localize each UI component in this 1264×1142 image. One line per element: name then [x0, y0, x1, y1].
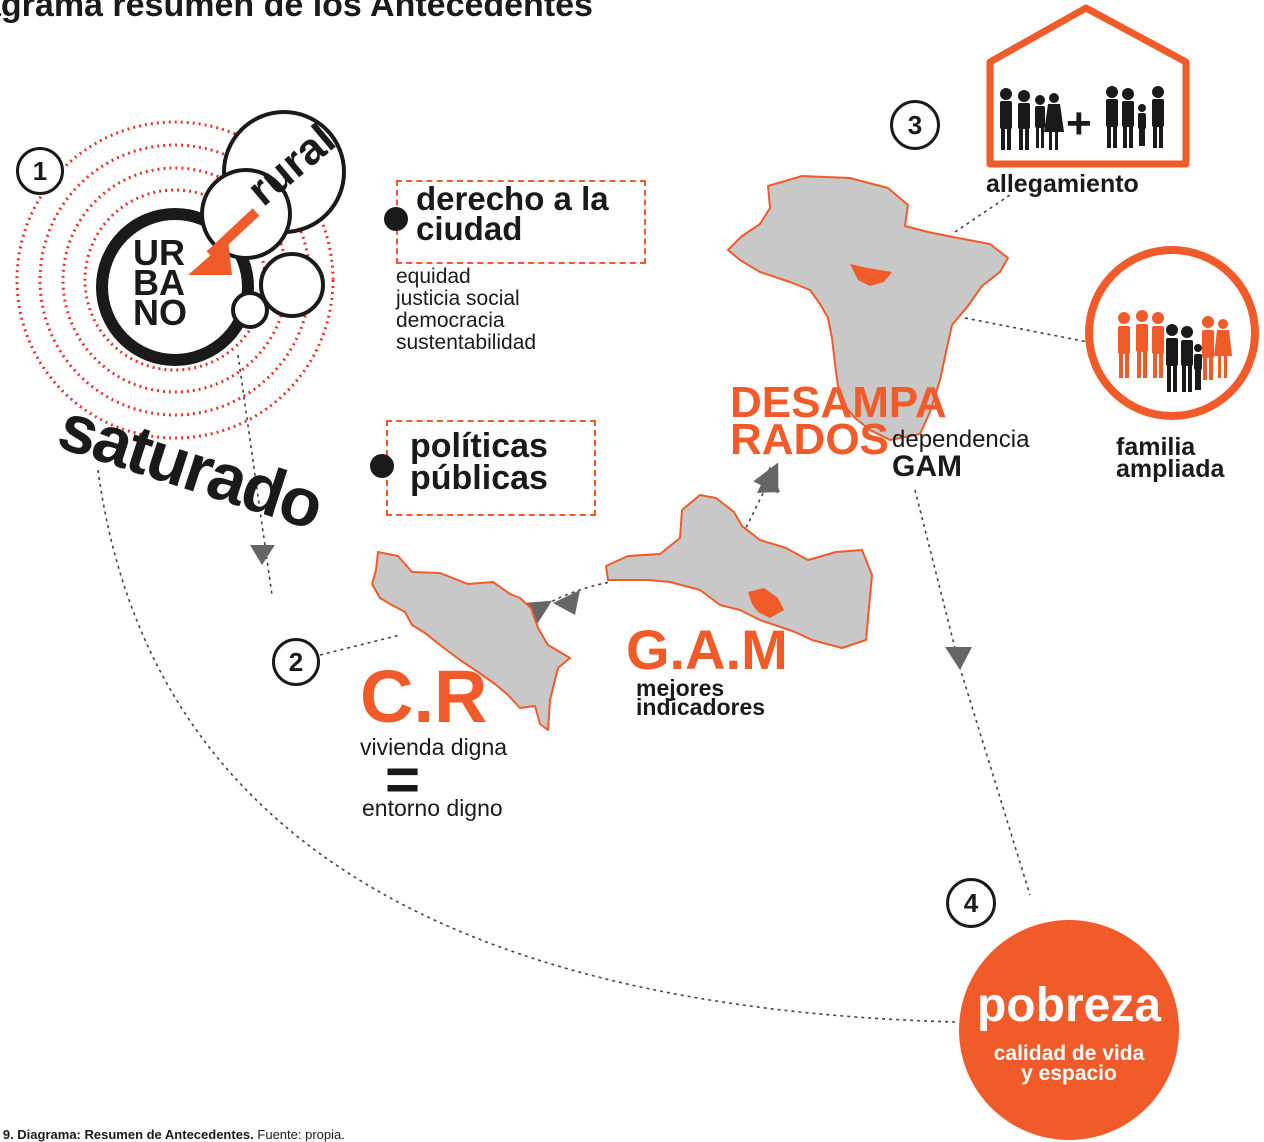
- connector-gam-desamparados: [739, 462, 779, 541]
- extended-family-icon: [1118, 310, 1232, 392]
- gam-subtitle: mejores indicadores: [636, 675, 766, 720]
- urbano-line-2: BA: [133, 262, 185, 303]
- plus-sign: +: [1066, 99, 1092, 148]
- derecho-line-1: derecho a la: [416, 180, 609, 217]
- dependencia-label: dependencia: [892, 426, 1030, 453]
- connector-gam-pobreza: [914, 489, 1031, 896]
- politicas-line-2: públicas: [410, 459, 548, 497]
- desamparados-highlight: [850, 264, 892, 286]
- pobreza-subtitle: calidad de vida y espacio: [964, 1042, 1174, 1085]
- familia-line-2: ampliada: [1116, 455, 1225, 483]
- gam-subtitle-line-1: mejores: [636, 675, 725, 701]
- urbano-line-3: NO: [133, 292, 187, 333]
- urbano-line-1: UR: [133, 232, 185, 273]
- list-item: sustentabilidad: [396, 331, 537, 354]
- connector-desamparados-allegamiento: [954, 194, 1011, 233]
- familia-line-1: familia: [1116, 433, 1196, 461]
- desamparados-title: DESAMPA RADOS: [730, 378, 947, 464]
- cr-title: C.R: [360, 655, 488, 738]
- caption-bold: a 9. Diagrama: Resumen de Antecedentes.: [0, 1127, 254, 1142]
- urbano-label: UR BA NO: [133, 232, 187, 333]
- desamparados-line-2: RADOS: [730, 415, 889, 464]
- caption-normal: Fuente: propia.: [253, 1127, 345, 1142]
- politicas-line-1: políticas: [410, 427, 548, 465]
- family-silhouettes-icon: [1000, 86, 1164, 150]
- arrow-down-1: [250, 545, 275, 565]
- gam-desamparados-highlight: [748, 588, 784, 618]
- connector-cr-gam: [520, 581, 611, 628]
- list-item: equidad: [396, 265, 471, 288]
- page-title: agrama resumen de los Antecedentes: [0, 0, 593, 24]
- derecho-heading: derecho a la ciudad: [416, 180, 609, 247]
- cr-equals: =: [385, 746, 421, 813]
- connector-desamparados-familia: [964, 317, 1089, 343]
- politicas-heading: políticas públicas: [410, 427, 548, 497]
- pobreza-sub-line-2: y espacio: [1021, 1062, 1117, 1085]
- pobreza-title: pobreza: [976, 979, 1162, 1032]
- rural-to-urbano-arrow: [188, 208, 260, 275]
- arrow-up-desamparados: [757, 466, 780, 493]
- allegamiento-label: allegamiento: [986, 170, 1139, 198]
- pobreza-circle: [959, 920, 1179, 1140]
- cr-map: [371, 551, 571, 731]
- gam-subtitle-line-2: indicadores: [636, 694, 766, 720]
- desamparados-line-1: DESAMPA: [730, 378, 947, 427]
- step-number-3: 3: [890, 100, 940, 150]
- list-item: democracia: [396, 309, 505, 332]
- derecho-bullet: [384, 207, 408, 231]
- arrow-left-cr: [553, 590, 580, 615]
- arrow-down-pobreza: [945, 647, 972, 670]
- list-item: justicia social: [396, 287, 520, 310]
- connector-1-pobreza: [97, 469, 956, 1023]
- desamparados-map: [727, 175, 1009, 441]
- small-circle-right: [259, 252, 325, 318]
- gam-title: G.A.M: [626, 618, 788, 681]
- step-number-1: 1: [16, 147, 64, 195]
- derecho-line-2: ciudad: [416, 210, 523, 247]
- connector-2-cr: [319, 634, 401, 656]
- politicas-bullet: [370, 454, 394, 478]
- step-number-4: 4: [946, 878, 996, 928]
- step-number-2: 2: [272, 638, 320, 686]
- gam-dependencia-label: GAM: [892, 450, 962, 483]
- cr-entorno: entorno digno: [362, 795, 503, 821]
- connector-1-2: [237, 354, 273, 596]
- familia-label: familia ampliada: [1116, 433, 1225, 483]
- cr-vivienda: vivienda digna: [360, 734, 508, 760]
- small-circle-left: [231, 291, 269, 329]
- figure-caption: a 9. Diagrama: Resumen de Antecedentes. …: [0, 1128, 345, 1141]
- gam-map: [605, 494, 873, 649]
- pobreza-sub-line-1: calidad de vida: [993, 1042, 1145, 1065]
- derecho-list: equidad justicia social democracia suste…: [396, 266, 536, 354]
